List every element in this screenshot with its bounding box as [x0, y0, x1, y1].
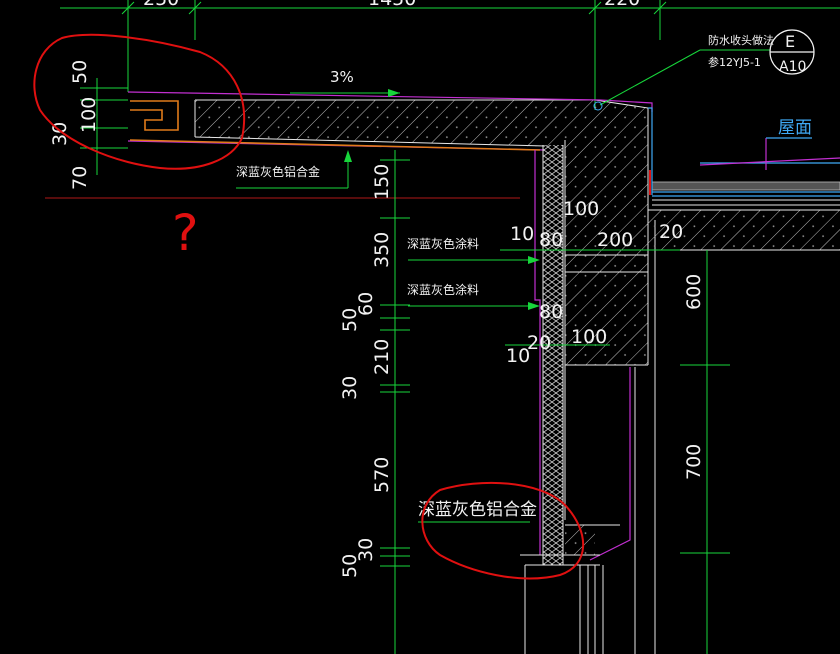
right-dimension-line	[680, 250, 730, 654]
dim-left-70: 70	[69, 166, 91, 190]
dim-v-150: 150	[371, 164, 393, 200]
dim-top-left: 250	[143, 0, 179, 10]
dim-wall-20b: 20	[527, 332, 551, 354]
dim-v-30b: 30	[355, 538, 377, 562]
dim-left-100: 100	[78, 97, 100, 133]
dim-right-700: 700	[683, 444, 705, 480]
dim-v-210: 210	[371, 339, 393, 375]
dim-wall-100b: 100	[571, 326, 607, 348]
dim-top-right: 220	[604, 0, 640, 10]
dim-v-350: 350	[371, 232, 393, 268]
label-roof: 屋面	[778, 118, 812, 138]
label-paint-1: 深蓝灰色涂料	[407, 236, 479, 251]
dim-v-50b: 50	[339, 554, 361, 578]
label-coping: 深蓝灰色铝合金	[236, 164, 320, 179]
callout-sheet: A10	[779, 59, 806, 75]
aluminum-coping-flashing	[129, 100, 541, 151]
middle-dimension-line	[380, 150, 410, 654]
coping-leader	[236, 150, 352, 189]
dim-wall-20: 20	[659, 221, 683, 243]
label-sill: 深蓝灰色铝合金	[418, 500, 537, 520]
red-markup-circle-bottom	[421, 481, 585, 580]
detail-callout-circle	[769, 29, 815, 75]
left-dimension-line	[80, 78, 128, 175]
dim-wall-100a: 100	[563, 198, 599, 220]
paint-leaders	[408, 256, 540, 310]
dim-wall-80b: 80	[539, 301, 563, 323]
waterproof-leader	[593, 49, 770, 111]
dim-wall-10b: 10	[506, 345, 530, 367]
roof-slab	[648, 107, 840, 251]
wall-dimension-lines	[500, 249, 680, 346]
dim-v-30: 30	[339, 376, 361, 400]
label-paint-2: 深蓝灰色涂料	[407, 282, 479, 297]
dim-wall-10a: 10	[510, 223, 534, 245]
red-question-mark: ?	[172, 204, 199, 262]
dim-top-mid: 1450	[368, 0, 416, 10]
dim-v-60: 60	[355, 292, 377, 316]
label-waterproof: 防水收头做法	[708, 33, 774, 47]
parapet-coping-slab	[127, 91, 653, 151]
slope-arrow	[290, 89, 400, 97]
slope-label: 3%	[330, 68, 354, 86]
dim-wall-80a: 80	[539, 229, 563, 251]
red-markup-circle-top	[33, 33, 246, 170]
dim-v-570: 570	[371, 457, 393, 493]
top-dimension-line	[60, 0, 840, 110]
dim-right-600: 600	[683, 274, 705, 310]
dim-left-30: 30	[49, 122, 71, 146]
dim-wall-200: 200	[597, 229, 633, 251]
dim-left-50: 50	[69, 60, 91, 84]
label-reference: 参12YJ5-1	[708, 55, 761, 69]
dim-v-50a: 50	[339, 308, 361, 332]
parapet-wall	[520, 140, 656, 654]
callout-letter: E	[785, 32, 795, 51]
